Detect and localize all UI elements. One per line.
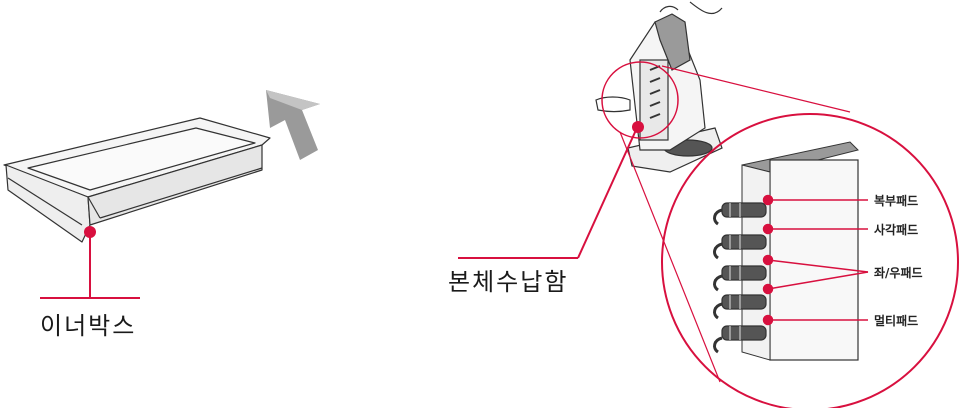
connector-2 — [713, 234, 767, 260]
pad-label-multi: 멀티패드 — [874, 314, 919, 328]
zoom-detail-circle — [661, 113, 959, 408]
connector-3 — [713, 265, 767, 292]
zoom-connectors — [619, 65, 851, 383]
connector-1 — [713, 202, 767, 226]
pad-leaders — [762, 194, 869, 326]
pad-label-square: 사각패드 — [874, 223, 919, 237]
lift-arrow-icon — [266, 90, 320, 160]
storage-compartment-label: 본체수납함 — [448, 268, 569, 296]
inner-box-pointer — [40, 226, 140, 299]
connector-4 — [713, 294, 767, 320]
inner-box-label: 이너박스 — [40, 312, 137, 340]
pad-connectors — [713, 202, 767, 354]
pad-label-left-right: 좌/우패드 — [874, 266, 923, 280]
storage-pointer — [458, 121, 644, 259]
device-illustration — [595, 1, 723, 173]
zoom-source-circle — [601, 61, 679, 139]
pad-label-abdomen: 복부패드 — [874, 194, 919, 208]
connector-5 — [713, 325, 767, 354]
inner-box-illustration — [3, 117, 271, 243]
